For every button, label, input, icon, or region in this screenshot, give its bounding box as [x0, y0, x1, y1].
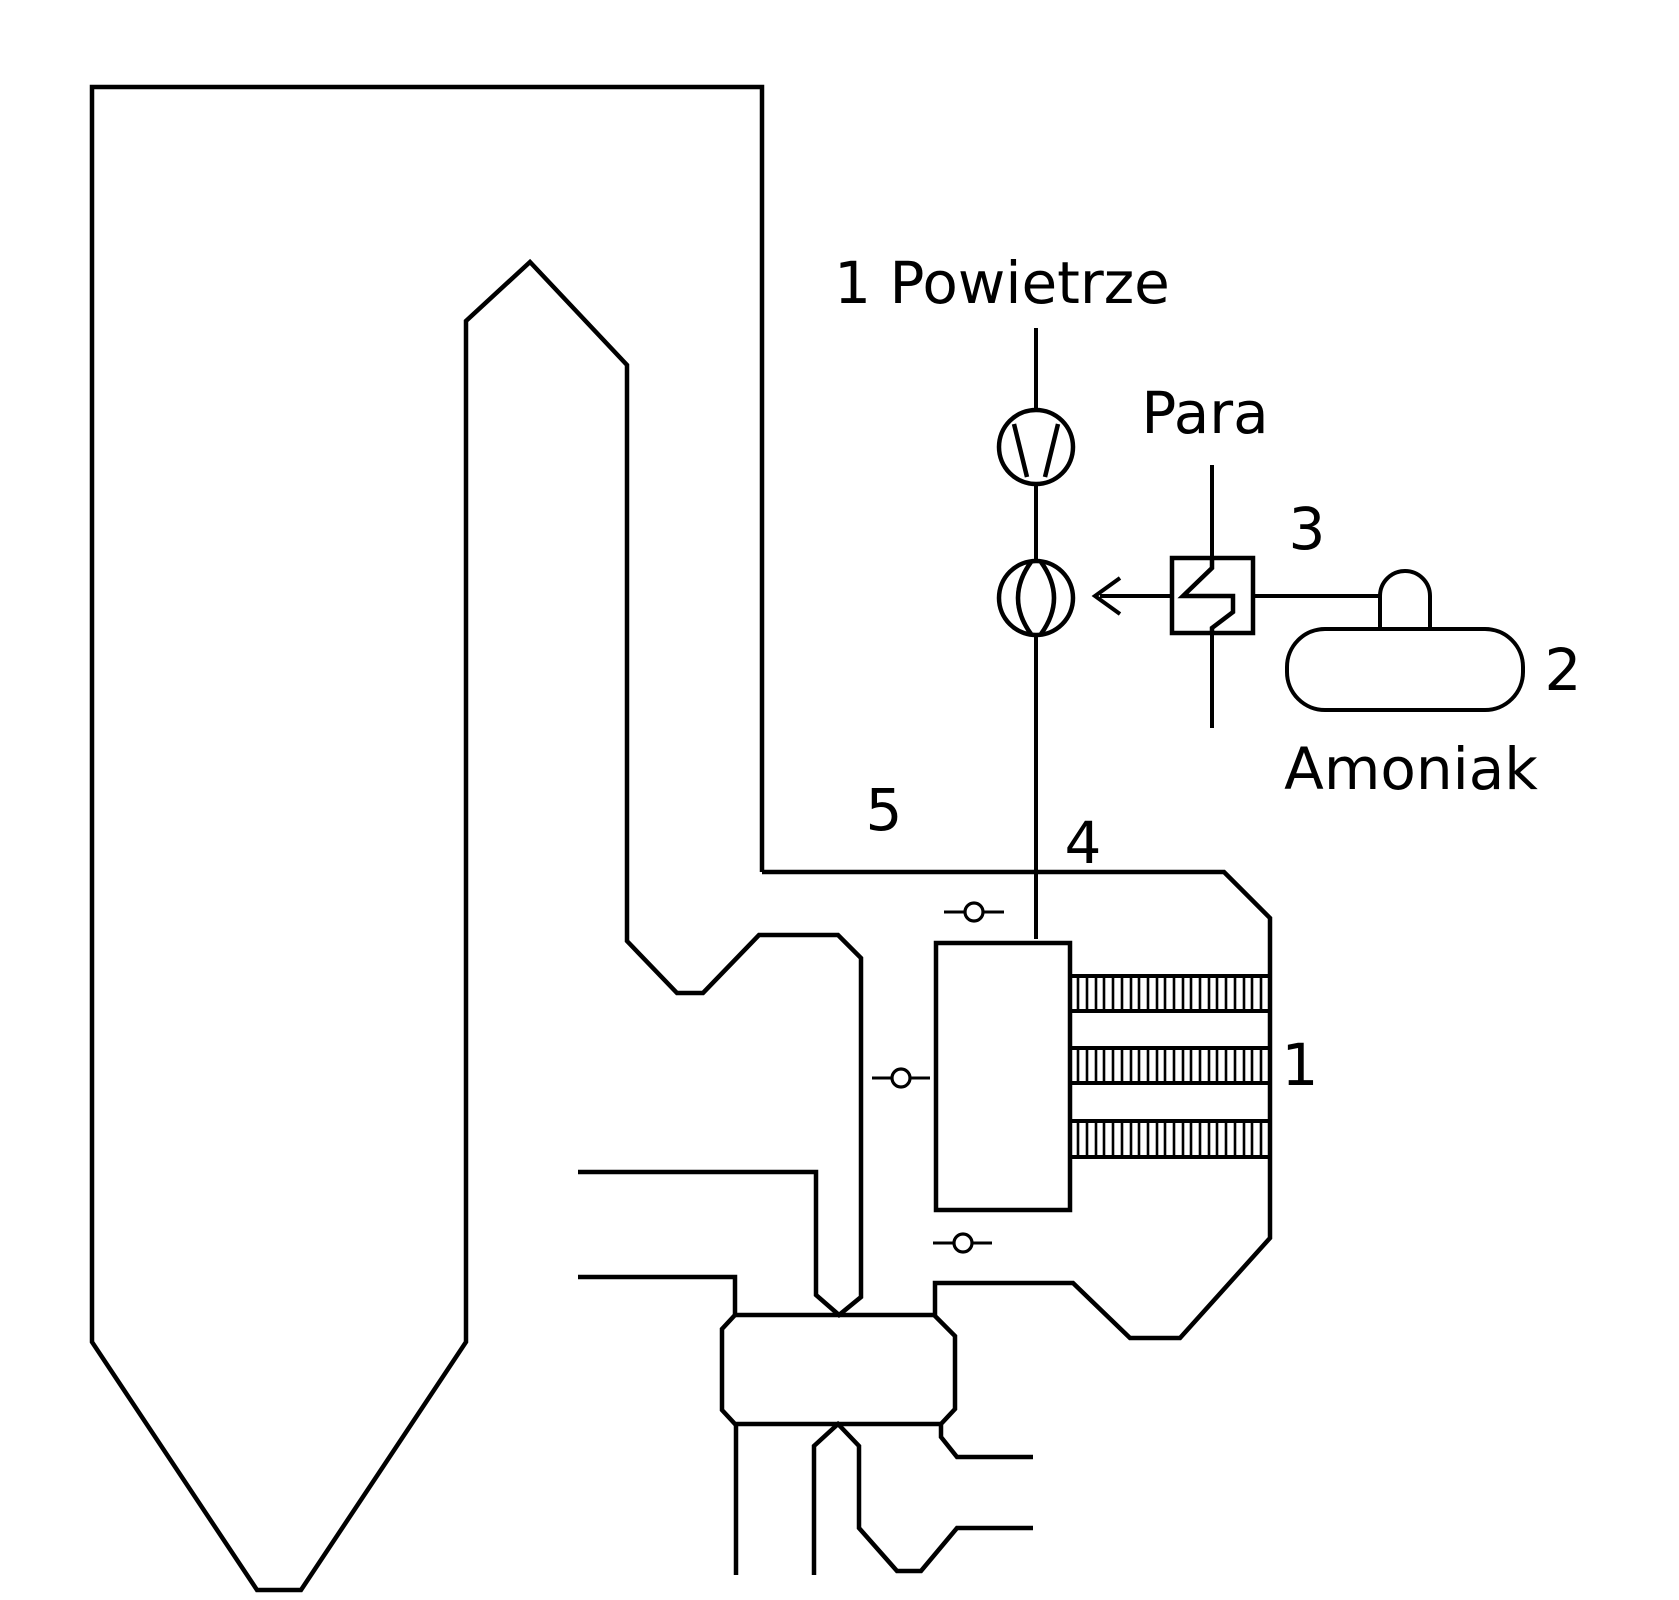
- catalyst-hatched-layer-1: [1068, 974, 1272, 1013]
- label-number-2: 2: [1545, 636, 1582, 704]
- label-number-3: 3: [1289, 495, 1326, 563]
- heat-exchanger-icon: [1169, 555, 1256, 636]
- blower-icon: [996, 558, 1076, 638]
- arrow-left-icon: [1091, 576, 1172, 616]
- damper-valve-icon-outlet: [933, 1232, 992, 1254]
- label-ammonia: Amoniak: [1284, 735, 1538, 803]
- catalyst-hatched-layer-2: [1068, 1046, 1272, 1085]
- air-heater-box: [719, 1313, 941, 1427]
- ammonia-tank: [1285, 569, 1525, 712]
- label-number-4: 4: [1065, 809, 1102, 877]
- air-heater-inlet-duct-left: [578, 1274, 935, 1318]
- damper-valve-icon-top: [944, 901, 1004, 923]
- label-air: 1 Powietrze: [834, 249, 1170, 317]
- boiler-outline: [89, 84, 864, 1593]
- air-heater-bottom-ducts: [811, 1420, 1033, 1575]
- mixing-chamber: [933, 940, 1073, 1213]
- label-steam: Para: [1141, 379, 1268, 447]
- flue-duct-and-reactor-wall: [762, 869, 1273, 1460]
- damper-valve-icon-bypass: [872, 1067, 930, 1089]
- label-number-5: 5: [866, 776, 903, 844]
- fan-icon: [996, 407, 1076, 487]
- label-number-1: 1: [1282, 1031, 1319, 1099]
- catalyst-hatched-layer-3: [1068, 1119, 1272, 1159]
